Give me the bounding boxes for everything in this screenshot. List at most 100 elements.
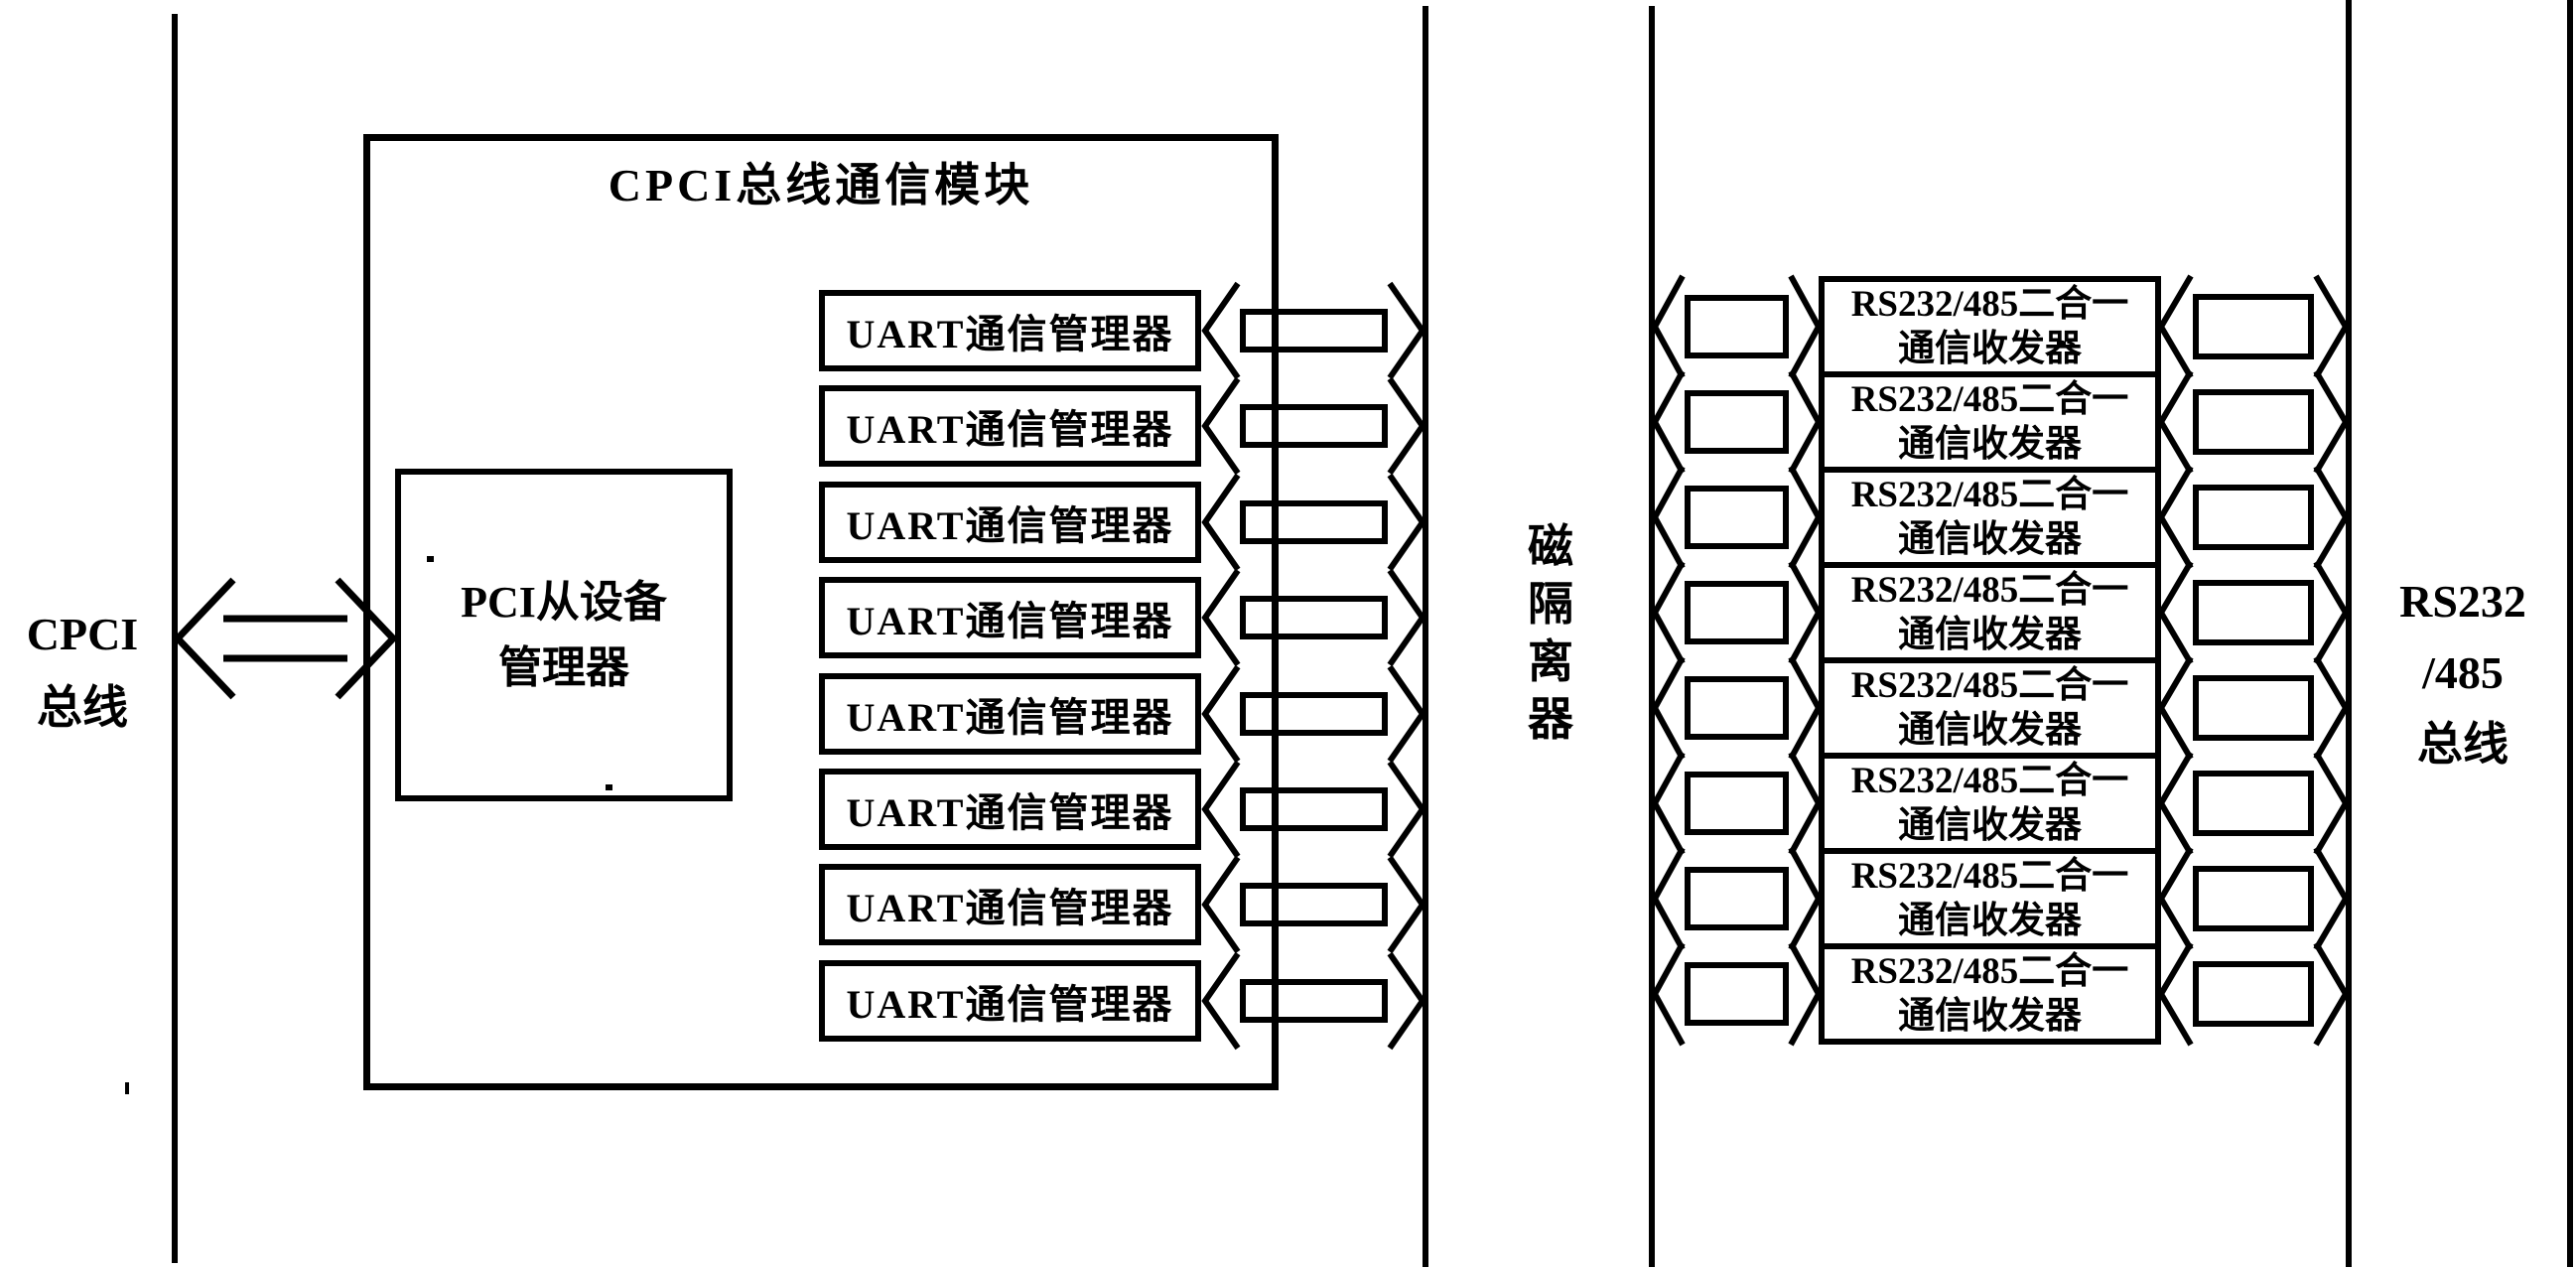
transceiver-bus-arrow bbox=[2157, 655, 2350, 761]
arrowhead-right-icon bbox=[1788, 751, 1823, 856]
arrowhead-left-icon bbox=[2157, 655, 2194, 761]
arrow-shaft bbox=[2193, 485, 2314, 550]
arrowhead-left-icon bbox=[1651, 751, 1686, 856]
arrowhead-right-icon bbox=[2313, 941, 2350, 1047]
arrowhead-right-icon bbox=[1387, 473, 1426, 572]
transceiver-label-line1: RS232/485二合一 bbox=[1850, 665, 2129, 706]
cpci-bus-label-line1: CPCI bbox=[26, 609, 139, 659]
arrow-shaft bbox=[2193, 866, 2314, 931]
arrowhead-left-icon bbox=[2157, 274, 2194, 379]
arrowhead-right-icon bbox=[2313, 560, 2350, 665]
arrow-shaft bbox=[1685, 295, 1789, 358]
arrowhead-left-icon bbox=[1651, 274, 1686, 379]
arrow-shaft bbox=[2193, 294, 2314, 359]
uart-manager-box: UART通信管理器 bbox=[819, 769, 1201, 850]
pci-slave-manager-line2: 管理器 bbox=[498, 642, 629, 692]
transceiver-label-line2: 通信收发器 bbox=[1898, 805, 2082, 846]
scan-speck bbox=[427, 556, 434, 562]
arrowhead-left-icon bbox=[1651, 941, 1686, 1047]
transceiver-label-line2: 通信收发器 bbox=[1898, 519, 2082, 560]
isolator-transceiver-arrow bbox=[1651, 751, 1823, 856]
isolator-transceiver-arrow bbox=[1651, 369, 1823, 475]
arrowhead-right-icon bbox=[1387, 760, 1426, 859]
transceiver-label-line2: 通信收发器 bbox=[1898, 424, 2082, 465]
isolator-transceiver-arrow bbox=[1651, 274, 1823, 379]
arrowhead-left-icon bbox=[1651, 560, 1686, 665]
transceiver-box: RS232/485二合一通信收发器 bbox=[1819, 657, 2161, 759]
arrow-shaft bbox=[1685, 390, 1789, 454]
arrowhead-left-icon bbox=[2157, 369, 2194, 475]
module-title: CPCI总线通信模块 bbox=[608, 160, 1034, 211]
isolator-char-1: 磁 bbox=[1528, 521, 1573, 572]
transceiver-bus-arrow bbox=[2157, 274, 2350, 379]
arrowhead-left-icon bbox=[2157, 941, 2194, 1047]
transceiver-bus-arrow bbox=[2157, 465, 2350, 570]
transceiver-label-line2: 通信收发器 bbox=[1898, 615, 2082, 655]
transceiver-bus-arrow bbox=[2157, 846, 2350, 951]
arrowhead-right-icon bbox=[1387, 376, 1426, 476]
transceiver-label-line1: RS232/485二合一 bbox=[1850, 761, 2129, 801]
isolator-transceiver-arrow bbox=[1651, 465, 1823, 570]
arrowhead-left-icon bbox=[1651, 655, 1686, 761]
uart-manager-box: UART通信管理器 bbox=[819, 290, 1201, 371]
arrowhead-right-icon bbox=[2313, 274, 2350, 379]
transceiver-label-line1: RS232/485二合一 bbox=[1850, 570, 2129, 611]
transceiver-label-line1: RS232/485二合一 bbox=[1850, 856, 2129, 897]
transceiver-label-line1: RS232/485二合一 bbox=[1850, 379, 2129, 420]
transceiver-box: RS232/485二合一通信收发器 bbox=[1819, 943, 2161, 1045]
arrowhead-right-icon bbox=[2313, 751, 2350, 856]
transceiver-box: RS232/485二合一通信收发器 bbox=[1819, 753, 2161, 854]
arrowhead-left-icon bbox=[2157, 560, 2194, 665]
cpci-bus-label-line2: 总线 bbox=[37, 682, 128, 733]
arrowhead-right-icon bbox=[2313, 369, 2350, 475]
transceiver-bus-arrow bbox=[2157, 369, 2350, 475]
scan-speck bbox=[2057, 342, 2066, 348]
cpci-bus-arrow bbox=[173, 577, 398, 700]
transceiver-box: RS232/485二合一通信收发器 bbox=[1819, 467, 2161, 568]
arrowhead-left-icon bbox=[2157, 751, 2194, 856]
arrowhead-right-icon bbox=[1387, 855, 1426, 954]
arrowhead-left-icon bbox=[173, 577, 236, 700]
arrow-shaft bbox=[2193, 961, 2314, 1027]
uart-manager-box: UART通信管理器 bbox=[819, 577, 1201, 658]
transceiver-box: RS232/485二合一通信收发器 bbox=[1819, 276, 2161, 377]
arrow-shaft bbox=[1685, 962, 1789, 1026]
arrowhead-right-icon bbox=[1788, 560, 1823, 665]
arrowhead-right-icon bbox=[1387, 281, 1426, 380]
arrow-shaft bbox=[1685, 676, 1789, 740]
transceiver-label-line2: 通信收发器 bbox=[1898, 329, 2082, 369]
rs-bus-label-line3: 总线 bbox=[2417, 719, 2508, 770]
arrowhead-right-icon bbox=[1788, 274, 1823, 379]
arrowhead-right-icon bbox=[2313, 465, 2350, 570]
transceiver-bus-arrow bbox=[2157, 941, 2350, 1047]
arrowhead-right-icon bbox=[1788, 655, 1823, 761]
transceiver-label-line2: 通信收发器 bbox=[1898, 710, 2082, 751]
isolator-char-2: 隔 bbox=[1528, 579, 1573, 630]
arrowhead-right-icon bbox=[2313, 655, 2350, 761]
arrowhead-right-icon bbox=[2313, 846, 2350, 951]
transceiver-label-line2: 通信收发器 bbox=[1898, 996, 2082, 1037]
isolator-transceiver-arrow bbox=[1651, 560, 1823, 665]
rs-bus-label-line1: RS232 bbox=[2399, 576, 2526, 627]
scan-speck bbox=[606, 784, 612, 790]
transceiver-label-line1: RS232/485二合一 bbox=[1850, 475, 2129, 515]
scan-speck bbox=[125, 1082, 129, 1094]
arrow-shaft bbox=[1685, 581, 1789, 644]
isolator-transceiver-arrow bbox=[1651, 941, 1823, 1047]
transceiver-box: RS232/485二合一通信收发器 bbox=[1819, 848, 2161, 949]
arrowhead-left-icon bbox=[2157, 465, 2194, 570]
arrowhead-left-icon bbox=[1651, 369, 1686, 475]
isolator-transceiver-arrow bbox=[1651, 846, 1823, 951]
transceiver-bus-arrow bbox=[2157, 751, 2350, 856]
transceiver-label-line1: RS232/485二合一 bbox=[1850, 284, 2129, 325]
rs-bus-label: RS232 /485 总线 bbox=[2373, 566, 2553, 780]
arrow-shaft bbox=[1685, 486, 1789, 549]
uart-manager-box: UART通信管理器 bbox=[819, 482, 1201, 563]
transceiver-bus-arrow bbox=[2157, 560, 2350, 665]
arrowhead-right-icon bbox=[1387, 664, 1426, 764]
pci-slave-manager-line1: PCI从设备 bbox=[461, 577, 667, 627]
arrowhead-left-icon bbox=[1651, 465, 1686, 570]
arrowhead-right-icon bbox=[1788, 369, 1823, 475]
